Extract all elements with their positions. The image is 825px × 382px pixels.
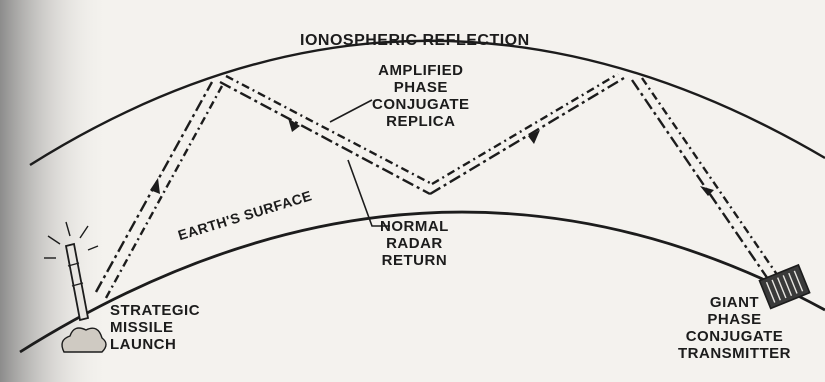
normal-return-label: NORMAL RADAR RETURN (380, 218, 449, 269)
page-shadow (0, 0, 110, 382)
ionosphere-arc (29, 39, 825, 167)
ionospheric-reflection-text: IONOSPHERIC REFLECTION (300, 32, 530, 49)
launch-burst (44, 221, 99, 259)
replica-path-segment (431, 72, 619, 186)
normal-return-leader-line (347, 159, 390, 227)
normal-return-label-line: RETURN (381, 252, 448, 269)
missile-label-line: MISSILE (110, 319, 174, 336)
earth-surface-arc (19, 210, 825, 354)
return-path-segment (219, 80, 431, 196)
replica-path (104, 72, 779, 299)
missile-label-line: STRATEGIC (110, 302, 201, 319)
replica-label-line: REPLICA (386, 113, 456, 130)
missile-launch-label: STRATEGIC MISSILE LAUNCH (110, 302, 200, 353)
arrowhead (700, 186, 714, 196)
transmitter-label-line: PHASE (707, 311, 762, 328)
path-arrowheads (150, 118, 714, 196)
transmitter-body (758, 263, 811, 310)
transmitter-label: GIANT PHASE CONJUGATE TRANSMITTER (678, 294, 791, 362)
return-path-segment (429, 76, 625, 196)
ionospheric-reflection-label: IONOSPHERIC REFLECTION (300, 32, 530, 49)
replica-path-segment (104, 85, 224, 299)
missile-stripe (67, 262, 80, 267)
missile-label-line: LAUNCH (110, 336, 177, 353)
missile-stripe (71, 282, 84, 287)
replica-label-line: AMPLIFIED (378, 62, 464, 79)
transmitter-graphic (758, 263, 811, 310)
normal-return-label-line: NORMAL (380, 218, 449, 235)
arrowhead (288, 118, 300, 132)
replica-label: AMPLIFIED PHASE CONJUGATE REPLICA (372, 62, 470, 130)
replica-path-segment (225, 74, 433, 186)
replica-label-line: PHASE (393, 79, 448, 96)
missile-launch-graphic (44, 221, 107, 353)
normal-return-label-line: RADAR (386, 235, 443, 252)
exhaust-cloud (61, 327, 107, 353)
replica-path-segment (641, 77, 779, 277)
transmitter-label-line: CONJUGATE (685, 328, 784, 345)
return-path-segment (631, 79, 771, 283)
transmitter-label-line: TRANSMITTER (678, 345, 791, 362)
arrowhead (150, 178, 160, 194)
missile-body (64, 242, 90, 322)
replica-label-line: CONJUGATE (372, 96, 470, 113)
replica-leader-line (329, 99, 373, 123)
transmitter-label-line: GIANT (709, 294, 760, 311)
arrowhead (528, 130, 540, 144)
